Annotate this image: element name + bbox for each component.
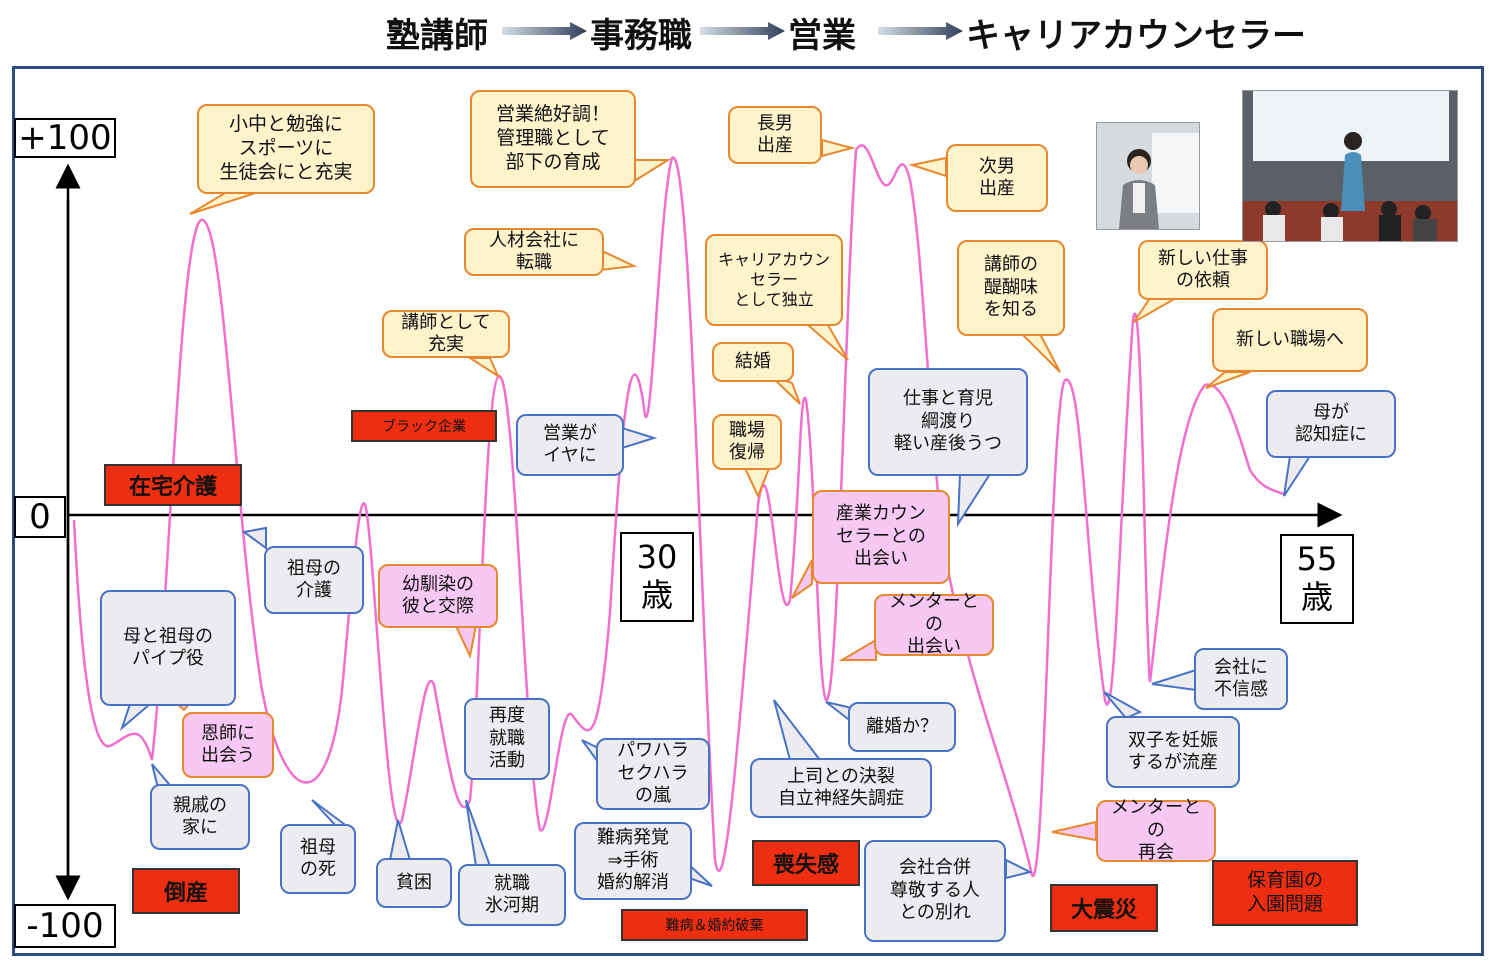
bubble-company-merger: 会社合併 尊敬する人 との別れ xyxy=(864,840,1006,942)
arrow-icon xyxy=(700,22,785,40)
bubble-grandmother-care: 祖母の 介護 xyxy=(264,546,364,614)
bubble-illness-surgery: 難病発覚 ⇒手術 婚約解消 xyxy=(574,822,692,900)
event-bankruptcy: 倒産 xyxy=(132,868,240,914)
bubble-meet-mentor: メンターとの 出会い xyxy=(874,591,994,657)
event-black-company: ブラック企業 xyxy=(351,410,497,442)
bubble-childhood-fulfilled: 小中と勉強に スポーツに 生徒会にと充実 xyxy=(197,104,375,194)
photo-seminar-large xyxy=(1242,90,1458,242)
stage-sales: 営業 xyxy=(788,16,856,56)
photo-lecture-small xyxy=(1096,122,1200,230)
arrow-icon xyxy=(502,22,587,40)
arrow-icon xyxy=(878,22,963,40)
bubble-return-to-work: 職場 復帰 xyxy=(712,414,782,470)
bubble-relatives-house: 親戚の 家に xyxy=(150,784,250,850)
bubble-mother-dementia: 母が 認知症に xyxy=(1266,390,1396,458)
bubble-new-workplace: 新しい職場へ xyxy=(1212,308,1368,372)
bubble-hr-company: 人材会社に 転職 xyxy=(464,228,604,276)
bubble-independent-counselor: キャリアカウンセラー として独立 xyxy=(705,234,843,326)
bubble-joy-of-teaching: 講師の 醍醐味 を知る xyxy=(957,240,1065,336)
bubble-family-mediator: 母と祖母の パイプ役 xyxy=(100,590,236,706)
bubble-work-childcare: 仕事と育児 綱渡り 軽い産後うつ xyxy=(868,368,1028,476)
bubble-new-job-offer: 新しい仕事 の依頼 xyxy=(1138,240,1268,300)
event-nursery-admission: 保育園の 入園問題 xyxy=(1212,860,1358,926)
bubble-sales-peak: 営業絶好調！ 管理職として 部下の育成 xyxy=(470,90,636,188)
bubble-marriage: 結婚 xyxy=(712,342,794,382)
bubble-first-son: 長男 出産 xyxy=(728,106,822,164)
bubble-meet-teacher: 恩師に 出会う xyxy=(182,712,274,778)
bubble-boss-conflict: 上司との決裂 自立神経失調症 xyxy=(750,758,932,818)
bubble-dislike-sales: 営業が イヤに xyxy=(516,414,624,476)
stage-career-counselor: キャリアカウンセラー xyxy=(966,16,1306,56)
event-sense-of-loss: 喪失感 xyxy=(752,840,860,886)
y-axis-max-label: +100 xyxy=(14,118,116,158)
event-illness-engagement-broken: 難病＆婚約破棄 xyxy=(621,909,808,941)
age-55-label: 55 歳 xyxy=(1280,534,1354,624)
bubble-twin-miscarriage: 双子を妊娠 するが流産 xyxy=(1106,716,1240,788)
bubble-poverty: 貧困 xyxy=(376,858,452,908)
bubble-reunite-mentor: メンターとの 再会 xyxy=(1096,797,1216,863)
bubble-divorce: 離婚か？ xyxy=(848,702,956,752)
bubble-job-hunting-again: 再度 就職 活動 xyxy=(464,698,550,780)
bubble-harassment: パワハラ セクハラ の嵐 xyxy=(596,738,710,810)
bubble-distrust-company: 会社に 不信感 xyxy=(1194,648,1288,710)
diagram-frame xyxy=(12,66,1484,956)
y-axis-zero-label: 0 xyxy=(14,496,66,538)
stage-cram-teacher: 塾講師 xyxy=(386,16,488,56)
age-30-label: 30 歳 xyxy=(620,532,694,622)
y-axis-min-label: -100 xyxy=(14,904,116,948)
bubble-meet-industrial-counselor: 産業カウン セラーとの 出会い xyxy=(812,490,950,584)
bubble-teacher-fulfilled: 講師として 充実 xyxy=(382,310,510,358)
bubble-childhood-friend: 幼馴染の 彼と交際 xyxy=(378,564,498,628)
event-great-earthquake: 大震災 xyxy=(1050,884,1158,932)
bubble-second-son: 次男 出産 xyxy=(946,144,1048,212)
bubble-employment-ice-age: 就職 氷河期 xyxy=(458,864,566,926)
bubble-grandmother-death: 祖母 の死 xyxy=(280,824,356,894)
event-home-care: 在宅介護 xyxy=(104,464,242,506)
stage-office-worker: 事務職 xyxy=(590,16,692,56)
career-path-title: 塾講師 事務職 営業 キャリアカウンセラー xyxy=(0,0,1500,64)
